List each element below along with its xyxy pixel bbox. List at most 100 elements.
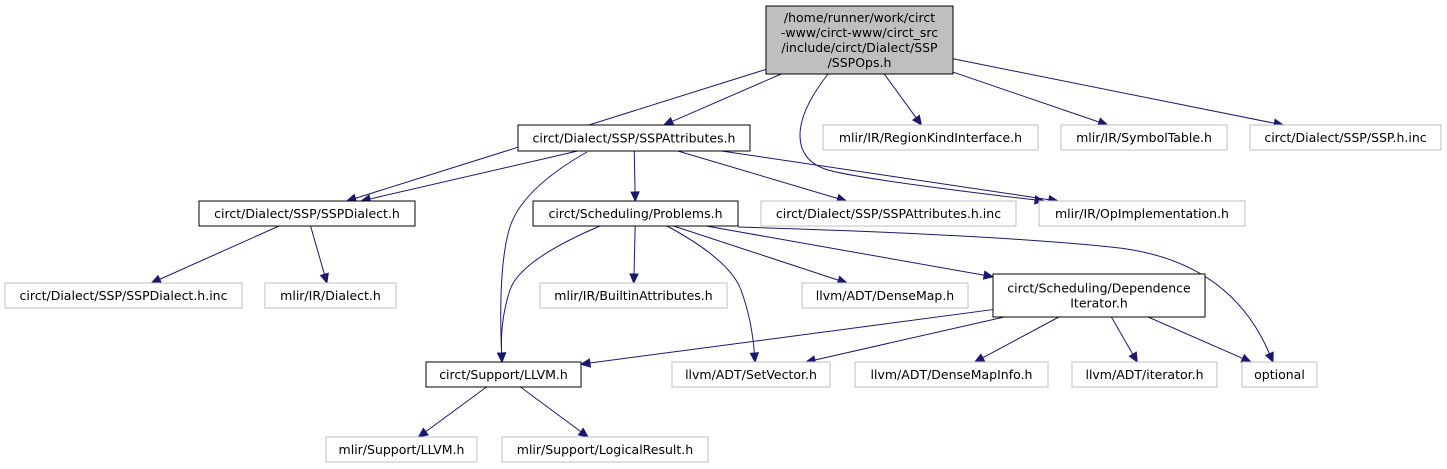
node-label: circt/Dialect/SSP/SSPAttributes.h xyxy=(533,131,736,146)
edge-root-to-symbol-table xyxy=(952,71,1109,127)
edge-problems-to-circt-llvm xyxy=(496,225,601,364)
node-box xyxy=(198,200,416,227)
edge-ssp-dialect-to-ssp-dialect-inc xyxy=(150,225,280,284)
edge-ssp-attributes-to-ssp-attributes-inc xyxy=(677,150,848,203)
node-symbol-table: mlir/IR/SymbolTable.h xyxy=(1060,124,1228,151)
node-label: /home/runner/work/circt xyxy=(784,10,935,25)
edge-dependence-iterator-to-set-vector xyxy=(804,316,1005,365)
node-dense-map-info: llvm/ADT/DenseMapInfo.h xyxy=(854,361,1049,388)
arrowhead-icon xyxy=(982,270,995,280)
node-mlir-llvm: mlir/Support/LLVM.h xyxy=(325,436,478,463)
edge-line xyxy=(981,316,1060,359)
edge-dependence-iterator-to-circt-llvm xyxy=(579,309,994,368)
node-region-kind: mlir/IR/RegionKindInterface.h xyxy=(822,124,1039,151)
node-box xyxy=(801,282,969,309)
edge-dependence-iterator-to-optional xyxy=(1147,316,1253,363)
node-label: circt/Scheduling/Dependence xyxy=(1007,281,1191,296)
node-label: circt/Support/LLVM.h xyxy=(439,367,568,382)
edge-problems-to-dependence-iterator xyxy=(706,225,995,280)
arrowhead-icon xyxy=(577,427,590,438)
node-label: mlir/IR/OpImplementation.h xyxy=(1055,206,1229,221)
node-box xyxy=(1249,124,1442,151)
arrowhead-icon xyxy=(629,273,639,285)
edge-line xyxy=(799,73,1037,201)
node-label: mlir/Support/LLVM.h xyxy=(339,442,465,457)
node-label: mlir/IR/SymbolTable.h xyxy=(1076,130,1212,145)
edge-ssp-attributes-to-op-implementation xyxy=(721,150,1060,205)
edge-line xyxy=(706,225,986,276)
arrowhead-icon xyxy=(417,427,429,438)
arrowhead-icon xyxy=(749,352,760,364)
edge-line xyxy=(883,73,918,119)
edge-problems-to-dense-map xyxy=(673,225,849,285)
edge-line xyxy=(500,151,588,355)
node-box xyxy=(671,361,831,388)
node-box xyxy=(532,200,739,227)
node-label: mlir/IR/Dialect.h xyxy=(280,288,381,303)
node-problems[interactable]: circt/Scheduling/Problems.h xyxy=(532,200,739,227)
node-label: llvm/ADT/iterator.h xyxy=(1085,367,1203,382)
node-box xyxy=(1241,361,1318,388)
node-set-vector: llvm/ADT/SetVector.h xyxy=(671,361,831,388)
edge-line xyxy=(588,309,994,364)
edge-line xyxy=(677,150,839,200)
node-label: mlir/IR/RegionKindInterface.h xyxy=(839,130,1022,145)
edge-problems-to-set-vector xyxy=(666,225,760,364)
node-label: llvm/ADT/SetVector.h xyxy=(685,367,817,382)
edge-ssp-dialect-to-mlir-dialect xyxy=(310,225,329,285)
arrowhead-icon xyxy=(911,114,923,126)
nodes-layer: /home/runner/work/circt-www/circt-www/ci… xyxy=(4,5,1442,463)
node-box xyxy=(517,124,751,152)
edge-line xyxy=(952,71,1101,123)
node-optional: optional xyxy=(1241,361,1318,388)
node-box xyxy=(765,5,954,75)
node-box xyxy=(539,282,728,309)
node-ssp-dialect-inc: circt/Dialect/SSP/SSPDialect.h.inc xyxy=(4,282,243,309)
node-box xyxy=(325,436,478,463)
edge-root-to-ssp-attributes xyxy=(662,73,782,126)
edge-problems-to-optional xyxy=(737,226,1274,364)
node-box xyxy=(425,361,582,388)
node-box xyxy=(1060,124,1228,151)
edge-line xyxy=(500,225,601,355)
edge-circt-llvm-to-logical-result xyxy=(520,386,590,438)
node-label: mlir/Support/LogicalResult.h xyxy=(517,442,693,457)
arrowhead-icon xyxy=(1264,351,1274,364)
node-ssp-dialect[interactable]: circt/Dialect/SSP/SSPDialect.h xyxy=(198,200,416,227)
node-circt-llvm[interactable]: circt/Support/LLVM.h xyxy=(425,361,582,388)
node-label: optional xyxy=(1254,367,1305,382)
node-label: circt/Dialect/SSP/SSPDialect.h xyxy=(214,206,400,221)
node-root[interactable]: /home/runner/work/circt-www/circt-www/ci… xyxy=(765,5,954,75)
node-label: circt/Dialect/SSP/SSPDialect.h.inc xyxy=(20,288,228,303)
node-label: Iterator.h xyxy=(1070,296,1128,311)
node-label: circt/Dialect/SSP/SSPAttributes.h.inc xyxy=(776,206,1001,221)
edge-line xyxy=(1110,316,1134,356)
edge-line xyxy=(666,225,755,355)
node-builtin-attributes: mlir/IR/BuiltinAttributes.h xyxy=(539,282,728,309)
arrowhead-icon xyxy=(150,274,163,284)
node-label: /SSPOps.h xyxy=(828,55,892,70)
edge-dependence-iterator-to-adt-iterator xyxy=(1110,316,1138,364)
node-box xyxy=(822,124,1039,151)
edges-layer xyxy=(150,58,1285,438)
node-label: circt/Scheduling/Problems.h xyxy=(549,206,723,221)
arrowhead-icon xyxy=(1240,353,1253,363)
arrowhead-icon xyxy=(579,358,592,368)
edge-dependence-iterator-to-dense-map-info xyxy=(973,316,1060,363)
node-box xyxy=(264,282,397,309)
edge-problems-to-builtin-attributes xyxy=(629,225,639,285)
edge-line xyxy=(520,386,582,433)
node-label: -www/circt-www/circt_src xyxy=(781,25,938,40)
node-dense-map: llvm/ADT/DenseMap.h xyxy=(801,282,969,309)
node-adt-iterator: llvm/ADT/iterator.h xyxy=(1071,361,1218,388)
edge-line xyxy=(721,150,1051,201)
edge-line xyxy=(737,226,1271,355)
edge-line xyxy=(424,386,487,433)
node-ssp-attributes[interactable]: circt/Dialect/SSP/SSPAttributes.h xyxy=(517,124,751,152)
edge-root-to-ssp-h-inc xyxy=(952,58,1285,128)
node-label: /include/circt/Dialect/SSP xyxy=(781,40,938,55)
node-box xyxy=(501,436,709,463)
node-box xyxy=(992,273,1206,318)
